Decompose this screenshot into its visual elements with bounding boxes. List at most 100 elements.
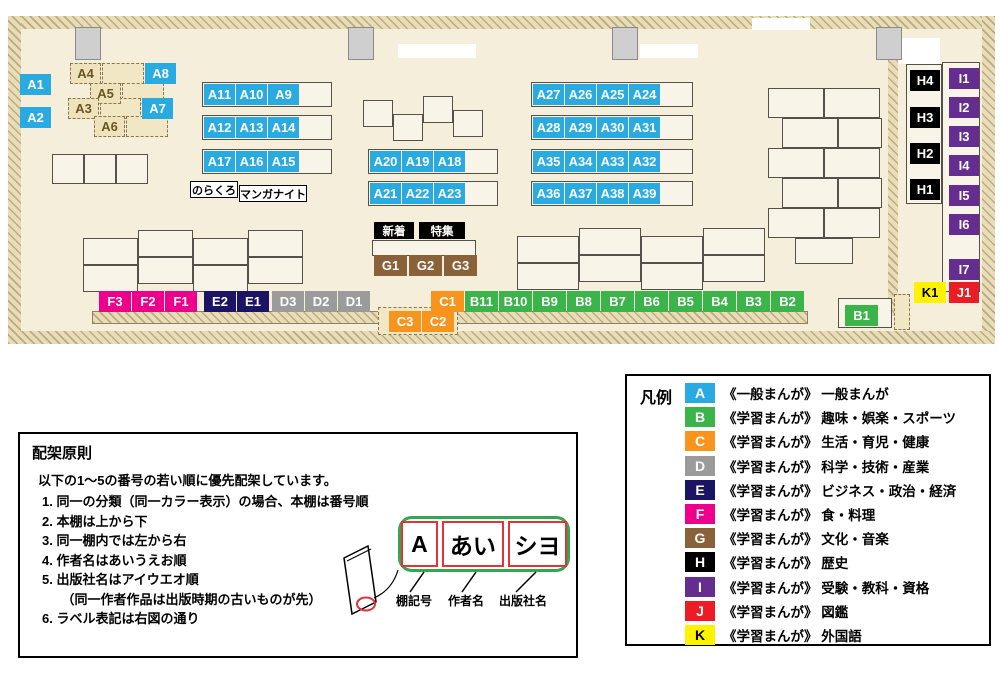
- caption-connector-lines: [409, 571, 537, 593]
- wall-hatch: [8, 331, 995, 344]
- shelf-label-a7: A7: [142, 98, 173, 119]
- shelf-unit: [138, 257, 193, 284]
- shelf-label-a22: A22: [402, 183, 433, 204]
- shelf-unit: [768, 208, 824, 238]
- shelf-label-g2: G2: [409, 255, 442, 276]
- shelf-label-j1: J1: [949, 282, 979, 303]
- legend-swatch-i: I: [685, 576, 715, 597]
- legend-item-k: K《学習まんが》 外国語: [685, 624, 956, 645]
- legend-item-f: F 《学習まんが》 食・料理: [685, 503, 956, 524]
- shelf-label-a30: A30: [597, 117, 628, 138]
- shelf-unit: [193, 238, 248, 265]
- shelf-label-i2: I2: [949, 97, 979, 118]
- shelf-unit: [641, 263, 703, 290]
- map-tag: 新着: [374, 222, 414, 239]
- shelf-label-b3: B3: [737, 291, 770, 312]
- shelf-label-g1: G1: [374, 255, 407, 276]
- map-tag: マンガナイト: [239, 185, 307, 202]
- shelf-label-b1: B1: [845, 305, 878, 326]
- shelf-unit: [782, 118, 838, 148]
- caption-publisher: 出版社名: [499, 594, 548, 608]
- shelf-unit: [838, 178, 882, 208]
- wall-opening: [752, 18, 810, 30]
- shelf-label-i1: I1: [949, 68, 979, 89]
- legend-label: 《学習まんが》 食・料理: [723, 507, 876, 523]
- legend-swatch-b: B: [685, 407, 715, 428]
- shelf-label-i4: I4: [949, 155, 979, 176]
- legend-label: 《学習まんが》 受験・教科・資格: [723, 580, 930, 596]
- shelf-label-h4: H4: [910, 70, 940, 91]
- label-cell-publisher: シヨ: [507, 521, 567, 567]
- legend-swatch-j: J: [685, 600, 715, 621]
- shelf-label-a13: A13: [236, 117, 267, 138]
- principles-item: 1. 同一の分類（同一カラー表示）の場合、本棚は番号順: [42, 494, 369, 509]
- shelf-unit: [824, 88, 880, 118]
- legend-swatch-g: G: [685, 528, 715, 549]
- shelf-label-i3: I3: [949, 126, 979, 147]
- shelf-label-b5: B5: [669, 291, 702, 312]
- shelf-label-a25: A25: [597, 84, 628, 105]
- shelf-unit: [102, 63, 144, 84]
- shelf-label-h2: H2: [910, 143, 940, 164]
- shelf-unit: [193, 265, 248, 292]
- legend-label: 《学習まんが》 ビジネス・政治・経済: [723, 483, 957, 499]
- shelf-label-a2: A2: [20, 107, 51, 128]
- shelf-label-d3: D3: [272, 291, 304, 312]
- shelf-unit: [517, 263, 579, 290]
- legend-swatch-f: F: [685, 503, 715, 524]
- shelf-label-c2: C2: [422, 311, 454, 332]
- shelf-unit: [52, 154, 84, 184]
- shelf-label-a19: A19: [402, 151, 433, 172]
- legend-title: 凡例: [640, 390, 673, 407]
- shelf-unit: [363, 100, 393, 127]
- shelf-label-a38: A38: [597, 183, 628, 204]
- book-spine-icon: [343, 544, 399, 616]
- legend-label: 《学習まんが》 文化・音楽: [723, 532, 889, 548]
- legend-item-c: C《学習まんが》 生活・育児・健康: [685, 431, 956, 452]
- shelf-label-a36: A36: [533, 183, 564, 204]
- legend-swatch-c: C: [685, 431, 715, 452]
- shelf-label-e1: E1: [237, 291, 269, 312]
- pillar: [75, 27, 101, 60]
- shelf-label-h1: H1: [910, 179, 940, 200]
- legend-swatch-k: K: [685, 624, 715, 645]
- shelf-unit: [782, 178, 838, 208]
- shelf-label-k1: K1: [914, 282, 946, 303]
- pillar: [612, 27, 638, 60]
- caption-shelf-code: 棚記号: [396, 594, 433, 608]
- principles-item: 6. ラベル表記は右図の通り: [42, 611, 200, 626]
- shelf-unit: [795, 238, 853, 264]
- legend-label: 《学習まんが》 趣味・娯楽・スポーツ: [723, 411, 956, 427]
- principles-item: （同一作者作品は出版時期の古いものが先）: [42, 591, 322, 607]
- shelf-label-h3: H3: [910, 107, 940, 128]
- shelf-label-c1: C1: [431, 291, 464, 312]
- shelf-label-a34: A34: [565, 151, 596, 172]
- legend-item-j: J《学習まんが》 図鑑: [685, 600, 956, 621]
- label-cell-shelf-code: A: [401, 521, 438, 567]
- shelf-label-e2: E2: [204, 291, 236, 312]
- shelf-label-b9: B9: [533, 291, 566, 312]
- shelf-unit: [116, 154, 148, 184]
- shelf-label-i5: I5: [949, 185, 979, 206]
- shelf-label-c3: C3: [389, 311, 421, 332]
- shelf-unit: [579, 228, 641, 255]
- legend-swatch-d: D: [685, 455, 715, 476]
- shelf-unit: [768, 88, 824, 118]
- principles-item: 4. 作者名はあいうえお順: [42, 552, 187, 568]
- principles-item: 5. 出版社名はアイウエオ順: [42, 572, 199, 587]
- legend-swatch-h: H: [685, 552, 715, 573]
- shelf-label-f3: F3: [99, 291, 131, 312]
- shelf-label-a28: A28: [533, 117, 564, 138]
- pillar: [876, 27, 902, 60]
- shelf-unit: [393, 114, 423, 141]
- shelf-unit: [126, 116, 168, 137]
- shelf-label-i7: I7: [949, 259, 979, 280]
- shelf-label-b7: B7: [601, 291, 634, 312]
- shelf-label-a39: A39: [629, 183, 660, 204]
- shelf-label-b11: B11: [465, 291, 498, 312]
- shelf-label-a15: A15: [268, 151, 299, 172]
- wall-opening: [398, 44, 476, 58]
- shelf-label-a6: A6: [94, 116, 125, 137]
